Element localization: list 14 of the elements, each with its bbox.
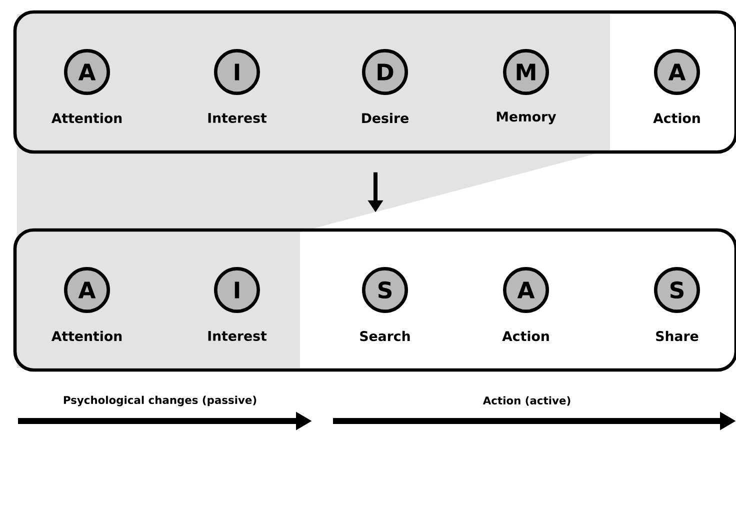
panel-box — [13, 228, 736, 372]
stage-label: Interest — [208, 331, 267, 341]
stage-label: Attention — [51, 112, 122, 124]
stage-label: Memory — [496, 112, 556, 124]
phase-label: Action (active) — [482, 396, 570, 406]
stage-label: Share — [656, 330, 698, 342]
stage-label: Attention — [51, 330, 122, 342]
stage-label: Action — [502, 330, 549, 342]
stage-label: Desire — [362, 112, 408, 124]
phase-label: Psychological changes (passive) — [64, 396, 256, 406]
stage-label: Interest — [208, 113, 267, 123]
stage-label: Search — [360, 330, 410, 342]
panel-box — [13, 10, 736, 154]
stage-label: Action — [653, 112, 700, 124]
